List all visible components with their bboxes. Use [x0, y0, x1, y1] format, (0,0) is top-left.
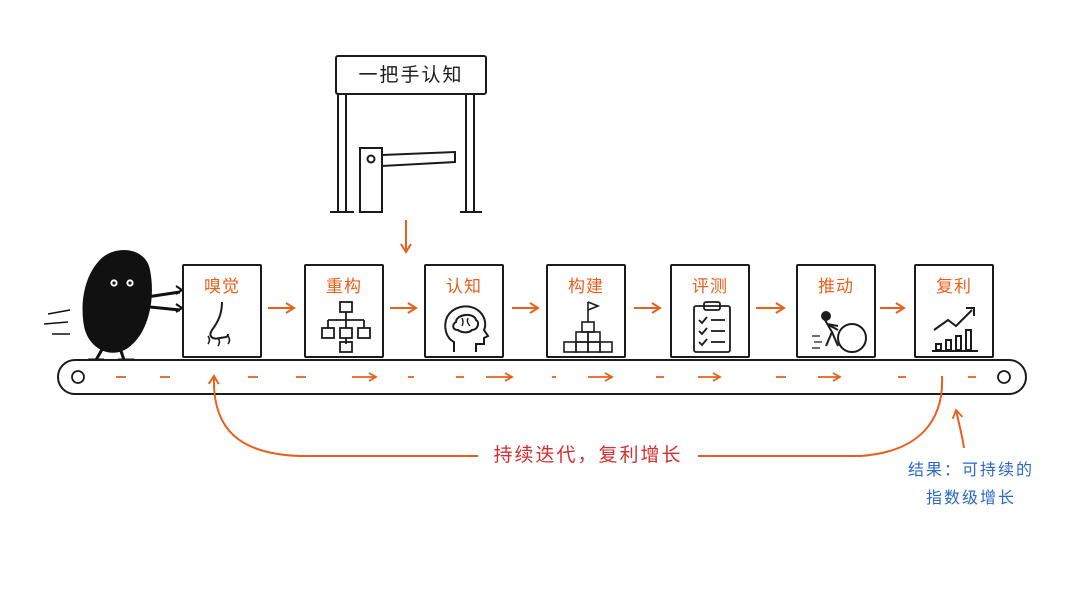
- stage-card-compound: 复利: [914, 264, 994, 358]
- block-pyramid-flag-icon: [563, 301, 613, 353]
- stage-label: 嗅觉: [204, 277, 240, 297]
- clipboard-checklist-icon: [693, 301, 731, 353]
- bean-character: [43, 250, 184, 362]
- stage-card-evaluate: 评测: [670, 264, 750, 358]
- stage-label: 评测: [692, 277, 728, 297]
- org-chart-icon: [321, 301, 371, 353]
- stage-card-cognition: 认知: [424, 264, 504, 358]
- stage-label: 构建: [568, 277, 604, 297]
- iteration-loop-arrow: [214, 376, 944, 457]
- stage-card-smell: 嗅觉: [182, 264, 262, 358]
- result-annotation: 结果：可持续的 指数级增长: [896, 456, 1046, 512]
- gate-structure: [330, 55, 487, 213]
- result-line-2: 指数级增长: [925, 488, 1016, 507]
- iteration-loop-label: 持续迭代，复利增长: [478, 440, 698, 467]
- growth-bar-chart-icon: [932, 307, 978, 352]
- gate-title: 一把手认知: [358, 64, 464, 86]
- stage-label: 重构: [326, 277, 362, 297]
- conveyor-belt: [57, 359, 1027, 395]
- stage-label: 认知: [446, 277, 482, 297]
- result-arrow: [951, 408, 965, 449]
- stage-card-restructure: 重构: [304, 264, 384, 358]
- stage-label: 推动: [818, 277, 854, 297]
- stage-card-build: 构建: [546, 264, 626, 358]
- head-brain-icon: [444, 305, 490, 352]
- nose-sniff-icon: [207, 301, 231, 347]
- stage-label: 复利: [936, 277, 972, 297]
- stage-card-drive: 推动: [796, 264, 876, 358]
- person-pushing-ball-icon: [812, 311, 867, 353]
- result-line-1: 结果：可持续的: [907, 460, 1034, 479]
